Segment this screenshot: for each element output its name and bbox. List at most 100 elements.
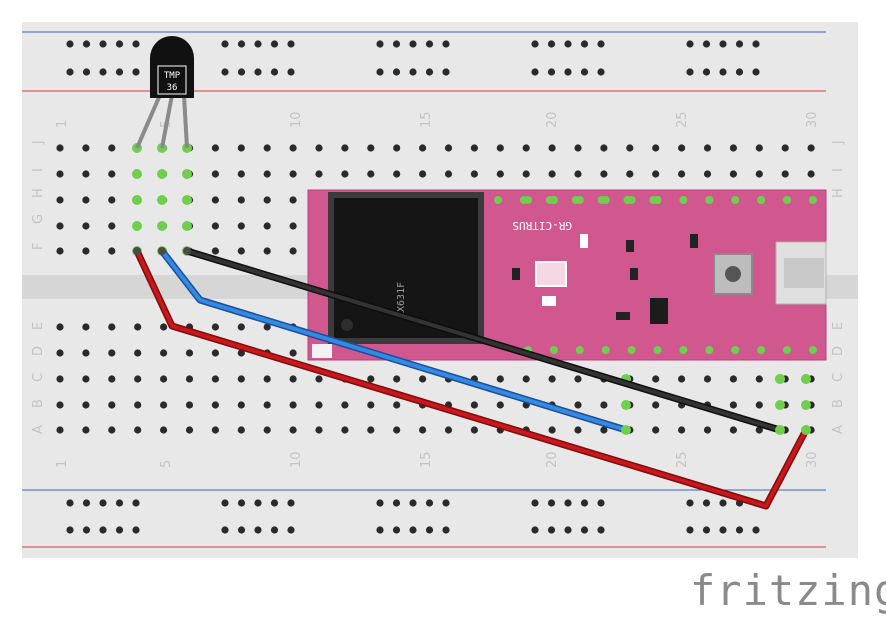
breadboard-hole[interactable]	[409, 68, 417, 76]
breadboard-hole[interactable]	[108, 323, 116, 331]
breadboard-hole[interactable]	[185, 426, 194, 434]
breadboard-hole[interactable]	[807, 170, 815, 178]
breadboard-hole[interactable]	[367, 426, 375, 434]
breadboard-hole[interactable]	[376, 40, 384, 48]
breadboard-hole[interactable]	[315, 170, 323, 178]
breadboard-hole[interactable]	[531, 40, 539, 48]
breadboard-hole[interactable]	[270, 499, 279, 507]
breadboard-hole[interactable]	[678, 426, 686, 434]
breadboard-hole[interactable]	[237, 426, 245, 434]
breadboard-hole[interactable]	[237, 375, 245, 383]
breadboard-hole[interactable]	[496, 144, 504, 152]
breadboard-hole[interactable]	[392, 68, 401, 76]
breadboard-hole[interactable]	[211, 323, 219, 331]
breadboard-hole[interactable]	[392, 526, 401, 534]
breadboard-hole[interactable]	[56, 401, 64, 409]
breadboard-hole[interactable]	[531, 499, 539, 507]
breadboard-hole[interactable]	[419, 170, 427, 178]
breadboard-hole[interactable]	[548, 375, 556, 383]
breadboard-hole[interactable]	[211, 196, 219, 204]
breadboard-hole[interactable]	[108, 247, 116, 255]
breadboard-hole[interactable]	[470, 170, 478, 178]
breadboard-hole[interactable]	[702, 40, 711, 48]
breadboard-hole[interactable]	[56, 170, 64, 178]
breadboard-hole[interactable]	[185, 401, 194, 409]
breadboard-hole[interactable]	[425, 40, 434, 48]
breadboard-hole[interactable]	[376, 499, 384, 507]
breadboard-hole[interactable]	[580, 40, 589, 48]
breadboard-hole[interactable]	[82, 144, 90, 152]
breadboard-hole[interactable]	[626, 144, 634, 152]
breadboard-hole[interactable]	[367, 401, 375, 409]
breadboard-hole[interactable]	[470, 144, 478, 152]
breadboard-hole[interactable]	[678, 375, 686, 383]
breadboard-hole[interactable]	[99, 526, 107, 534]
breadboard-hole[interactable]	[287, 499, 295, 507]
breadboard-hole[interactable]	[82, 375, 90, 383]
breadboard-hole[interactable]	[719, 40, 727, 48]
breadboard-hole[interactable]	[755, 401, 763, 409]
breadboard-hole[interactable]	[600, 401, 608, 409]
breadboard-hole[interactable]	[99, 68, 107, 76]
breadboard-hole[interactable]	[574, 170, 582, 178]
breadboard-hole[interactable]	[574, 426, 582, 434]
breadboard-hole[interactable]	[729, 170, 738, 178]
breadboard-hole[interactable]	[393, 375, 401, 383]
breadboard-hole[interactable]	[56, 196, 64, 204]
breadboard-hole[interactable]	[263, 247, 271, 255]
breadboard-hole[interactable]	[652, 401, 660, 409]
breadboard-hole[interactable]	[341, 426, 349, 434]
breadboard-hole[interactable]	[211, 144, 219, 152]
breadboard-hole[interactable]	[600, 144, 608, 152]
breadboard-hole[interactable]	[702, 499, 711, 507]
breadboard-hole[interactable]	[287, 526, 295, 534]
breadboard-hole[interactable]	[419, 426, 427, 434]
breadboard-hole[interactable]	[82, 323, 90, 331]
breadboard-hole[interactable]	[56, 349, 64, 357]
breadboard-hole[interactable]	[185, 375, 194, 383]
breadboard-hole[interactable]	[367, 170, 375, 178]
breadboard-hole[interactable]	[56, 323, 64, 331]
breadboard-hole[interactable]	[263, 196, 271, 204]
breadboard-hole[interactable]	[703, 426, 712, 434]
breadboard-hole[interactable]	[56, 247, 64, 255]
breadboard-hole[interactable]	[160, 375, 168, 383]
breadboard-hole[interactable]	[367, 144, 375, 152]
breadboard-hole[interactable]	[392, 40, 401, 48]
breadboard-hole[interactable]	[315, 375, 323, 383]
breadboard-hole[interactable]	[132, 40, 140, 48]
breadboard-hole[interactable]	[600, 426, 608, 434]
breadboard-hole[interactable]	[211, 349, 219, 357]
breadboard-hole[interactable]	[341, 170, 349, 178]
breadboard-hole[interactable]	[755, 375, 763, 383]
breadboard-hole[interactable]	[289, 401, 297, 409]
breadboard-hole[interactable]	[289, 196, 297, 204]
breadboard-hole[interactable]	[254, 40, 262, 48]
breadboard-hole[interactable]	[237, 222, 245, 230]
breadboard-hole[interactable]	[237, 323, 245, 331]
breadboard-hole[interactable]	[376, 68, 384, 76]
breadboard-hole[interactable]	[444, 170, 453, 178]
breadboard-hole[interactable]	[237, 499, 246, 507]
breadboard-hole[interactable]	[735, 40, 744, 48]
breadboard-hole[interactable]	[376, 526, 384, 534]
breadboard-hole[interactable]	[729, 375, 738, 383]
breadboard-hole[interactable]	[270, 40, 279, 48]
breadboard-hole[interactable]	[409, 526, 417, 534]
breadboard-hole[interactable]	[237, 196, 245, 204]
breadboard-hole[interactable]	[263, 375, 271, 383]
breadboard-hole[interactable]	[134, 323, 142, 331]
breadboard-hole[interactable]	[686, 40, 694, 48]
breadboard-hole[interactable]	[547, 68, 556, 76]
breadboard-hole[interactable]	[270, 526, 279, 534]
breadboard-hole[interactable]	[686, 499, 694, 507]
breadboard-hole[interactable]	[237, 170, 245, 178]
breadboard-hole[interactable]	[56, 426, 64, 434]
breadboard-hole[interactable]	[580, 68, 589, 76]
breadboard-hole[interactable]	[409, 499, 417, 507]
breadboard-hole[interactable]	[597, 526, 605, 534]
breadboard-hole[interactable]	[221, 499, 229, 507]
breadboard-hole[interactable]	[752, 526, 760, 534]
breadboard-hole[interactable]	[315, 144, 323, 152]
breadboard-hole[interactable]	[221, 40, 229, 48]
